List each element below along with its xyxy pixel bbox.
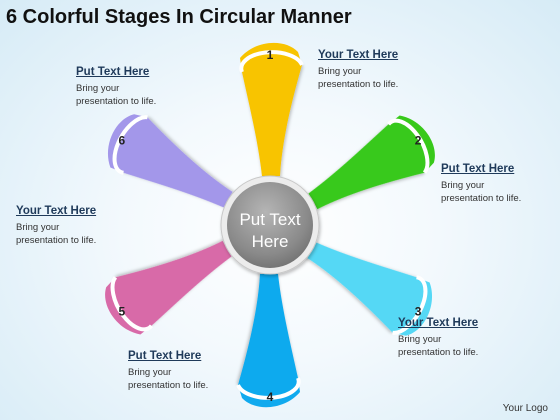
petal-1-body xyxy=(241,52,302,176)
petal-3-band xyxy=(392,275,428,335)
callout-6-body: Bring your presentation to life. xyxy=(76,83,157,107)
petal-2-body xyxy=(308,120,428,210)
petal-6-body xyxy=(114,117,233,208)
callout-5: Your Text Here Bring your presentation t… xyxy=(16,205,146,247)
petal-5-body xyxy=(112,240,232,330)
hub-text-line-2: Here xyxy=(252,232,289,251)
petal-5-band xyxy=(110,276,154,332)
petal-3[interactable] xyxy=(296,224,442,344)
callout-1-title: Your Text Here xyxy=(318,49,399,61)
callout-5-title: Your Text Here xyxy=(16,205,97,217)
callout-5-body: Bring your presentation to life. xyxy=(16,222,97,246)
petal-4-body xyxy=(238,274,299,398)
stage-number-2: 2 xyxy=(415,134,422,148)
petal-1-cap xyxy=(240,42,302,72)
stage-number-3: 3 xyxy=(415,305,422,319)
stage-number-6: 6 xyxy=(119,134,126,148)
callout-6: Put Text Here Bring your presentation to… xyxy=(76,66,206,108)
petal-4-cap xyxy=(238,378,300,408)
petal-2-cap xyxy=(388,115,435,173)
logo-text: Your Logo xyxy=(502,403,548,414)
petal-4-band xyxy=(236,377,301,400)
petal-3-cap xyxy=(392,277,433,336)
callout-2: Put Text Here Bring your presentation to… xyxy=(441,163,560,205)
petal-6-band xyxy=(112,115,148,175)
petal-4[interactable] xyxy=(236,274,301,408)
petal-2-band xyxy=(386,118,430,174)
callout-4-body: Bring your presentation to life. xyxy=(128,367,209,391)
petal-3-body xyxy=(307,242,426,333)
callout-4-title: Put Text Here xyxy=(128,350,202,362)
stage-number-5: 5 xyxy=(119,305,126,319)
callout-4: Put Text Here Bring your presentation to… xyxy=(128,350,258,392)
hub-text-line-1: Put Text xyxy=(239,210,300,229)
hub-disc xyxy=(227,182,313,268)
petal-6-cap xyxy=(107,114,148,173)
petal-1-band xyxy=(239,50,304,73)
petal-5[interactable] xyxy=(96,222,242,342)
petal-6[interactable] xyxy=(97,106,243,226)
callout-2-title: Put Text Here xyxy=(441,163,515,175)
stage-number-1: 1 xyxy=(267,48,274,62)
callout-3-title: Your Text Here xyxy=(398,317,479,329)
callout-2-body: Bring your presentation to life. xyxy=(441,180,522,204)
callout-3: Your Text Here Bring your presentation t… xyxy=(398,317,528,359)
petal-2[interactable] xyxy=(297,108,443,228)
callout-3-body: Bring your presentation to life. xyxy=(398,334,479,358)
petal-1[interactable] xyxy=(239,42,304,176)
callout-1: Your Text Here Bring your presentation t… xyxy=(318,49,448,91)
petals-group: 1 2 3 4 5 6 xyxy=(96,42,443,408)
petal-5-cap xyxy=(105,277,152,335)
callout-6-title: Put Text Here xyxy=(76,66,150,78)
callout-1-body: Bring your presentation to life. xyxy=(318,66,399,90)
center-hub[interactable]: Put Text Here xyxy=(220,175,320,275)
stage-number-4: 4 xyxy=(267,390,274,404)
page-title: 6 Colorful Stages In Circular Manner xyxy=(6,6,352,28)
